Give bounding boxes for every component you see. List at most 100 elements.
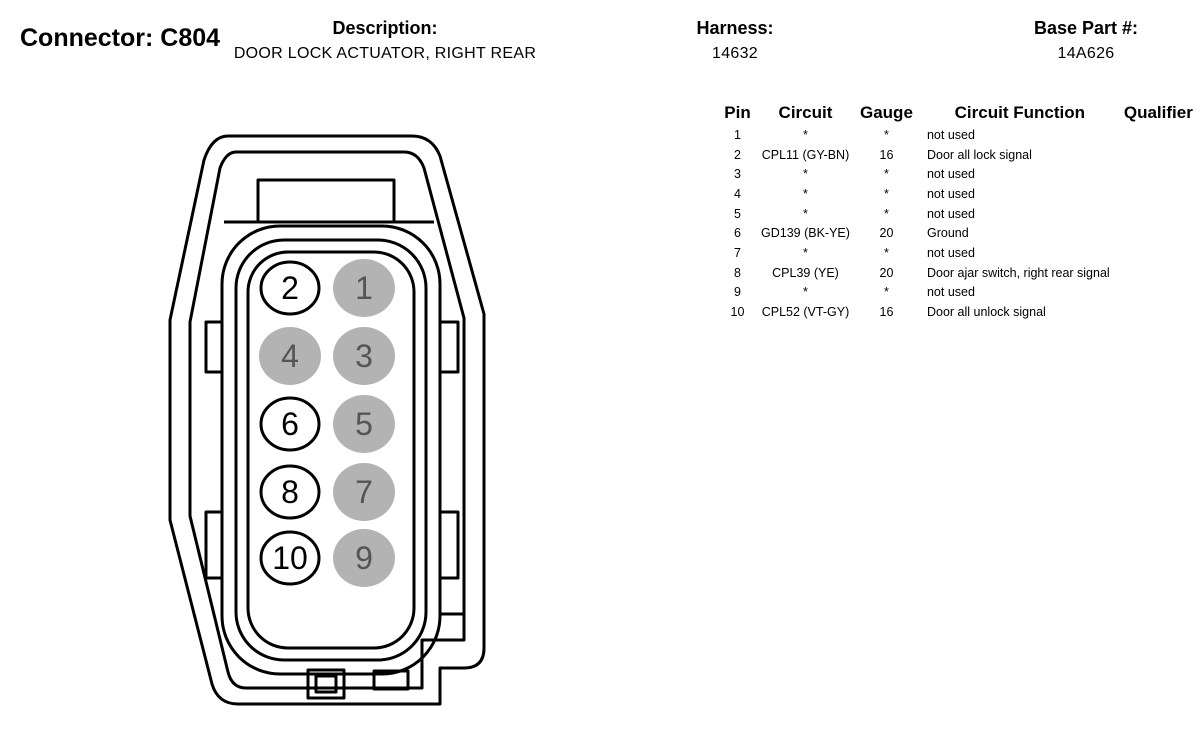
cell-circuit: CPL39 (YE) [772,265,839,280]
description-block: Description: DOOR LOCK ACTUATOR, RIGHT R… [222,18,548,63]
cell-pin: 6 [734,226,741,241]
pin-circle [259,464,321,520]
pin-circle [333,259,395,317]
cell-gauge: 20 [879,226,894,241]
cell-gauge: * [884,167,889,182]
cell-qualifier [1117,145,1200,165]
connector-housing-inner [188,150,466,690]
right-lower-notch [440,510,460,580]
table-row: 8 CPL39 (YE) 20 Door ajar switch, right rea… [714,263,1200,283]
table-row: 2 CPL11 (GY-BN) 16 Door all lock signal [714,145,1200,165]
bottom-key-left-inner [314,674,338,694]
pin-circle [259,396,321,452]
pin-circle [259,530,321,586]
cell-pin: 8 [734,265,741,280]
cell-qualifier [1117,263,1200,283]
top-latch [256,178,396,224]
cell-circuit-function: not used [926,167,975,182]
connector-housing-outline [168,134,486,706]
bottom-key-right [372,669,410,691]
pin-circle [333,395,395,453]
harness-value: 14632 [712,45,758,62]
col-header-gauge: Gauge [860,103,913,122]
cell-circuit: * [803,245,808,260]
cell-pin: 3 [734,167,741,182]
col-header-qualifier: Qualifier [1123,103,1193,122]
col-header-pin: Pin [724,103,751,122]
base-part-block: Base Part #: 14A626 [1020,18,1152,63]
cell-circuit: * [803,206,808,221]
table-row: 5 * * not used [714,204,1200,224]
pin-cavity-8: 8 [259,464,321,520]
cell-circuit-function: Door ajar switch, right rear signal [926,265,1110,280]
pinout-table: Pin Circuit Gauge Circuit Function Quali… [714,101,1200,322]
pin-cavity-2: 2 [259,260,321,316]
pin-label: 9 [355,540,373,576]
table-row: 10 CPL52 (VT-GY) 16 Door all unlock signal [714,302,1200,322]
table-row: 4**not used [714,184,1200,204]
cell-circuit: * [803,127,808,142]
cell-qualifier [1117,302,1200,322]
cell-circuit: CPL11 (GY-BN) [761,147,850,162]
description-label: Description: [332,18,438,38]
cavity-outer-seal [220,224,442,676]
cell-pin: 10 [730,305,745,320]
cell-gauge: * [884,186,889,201]
pin-label: 2 [281,270,299,306]
table-row: 3 * * not used [714,164,1200,184]
pin-label: 5 [355,406,373,442]
cell-pin: 2 [734,147,741,162]
base-part-value: 14A626 [1057,45,1115,62]
col-header-circuit: Circuit [778,103,833,122]
pin-cavity-9: 9 [333,529,395,587]
cell-pin: 9 [734,285,741,300]
table-row: 6 GD139 (BK-YE) 20 Ground [714,223,1200,243]
pin-cavity-5: 5 [333,395,395,453]
cell-gauge: * [884,206,889,221]
pin-label: 8 [281,474,299,510]
cell-circuit: GD139 (BK-YE) [761,226,850,241]
cell-circuit-function: Ground [926,226,969,241]
cell-qualifier [1117,184,1200,204]
cell-circuit: * [803,167,808,182]
cavity-inner-seal [246,250,416,650]
cell-circuit-function: not used [926,245,975,260]
pin-cavity-4: 4 [259,327,321,385]
cavity-mid-seal [234,238,428,662]
pin-circle [259,327,321,385]
cell-pin: 5 [734,206,741,221]
pin-label: 10 [272,540,308,576]
table-row: 1**not used [714,125,1200,145]
pin-label: 7 [355,474,373,510]
cell-gauge: 16 [879,147,894,162]
pin-cavity-1: 1 [333,259,395,317]
cell-circuit-function: not used [926,285,975,300]
table-header-row: Pin Circuit Gauge Circuit Function Quali… [714,101,1200,125]
right-upper-notch [440,320,460,374]
cell-gauge: 16 [879,305,894,320]
pin-circle [259,260,321,316]
cell-circuit: CPL52 (VT-GY) [761,305,850,320]
description-value: DOOR LOCK ACTUATOR, RIGHT REAR [233,45,537,62]
cell-circuit: * [803,285,808,300]
cell-circuit: * [803,186,808,201]
cell-qualifier [1117,243,1200,263]
left-upper-notch [204,320,222,374]
pin-label: 1 [355,270,373,306]
table-row: 9 * * not used [714,283,1200,303]
table-row: 7**not used [714,243,1200,263]
cell-circuit-function: not used [926,186,975,201]
cell-gauge: * [884,285,889,300]
connector-title: Connector: C804 [20,24,221,52]
cell-gauge: 20 [879,265,894,280]
cell-pin: 1 [734,127,741,142]
cell-gauge: * [884,127,889,142]
pin-cavity-10: 10 [259,530,321,586]
cell-pin: 7 [734,245,741,260]
cell-circuit-function: Door all lock signal [926,147,1032,162]
cell-circuit-function: not used [926,206,975,221]
cell-circuit-function: Door all unlock signal [926,305,1046,320]
cell-qualifier [1117,223,1200,243]
pin-circle [333,327,395,385]
